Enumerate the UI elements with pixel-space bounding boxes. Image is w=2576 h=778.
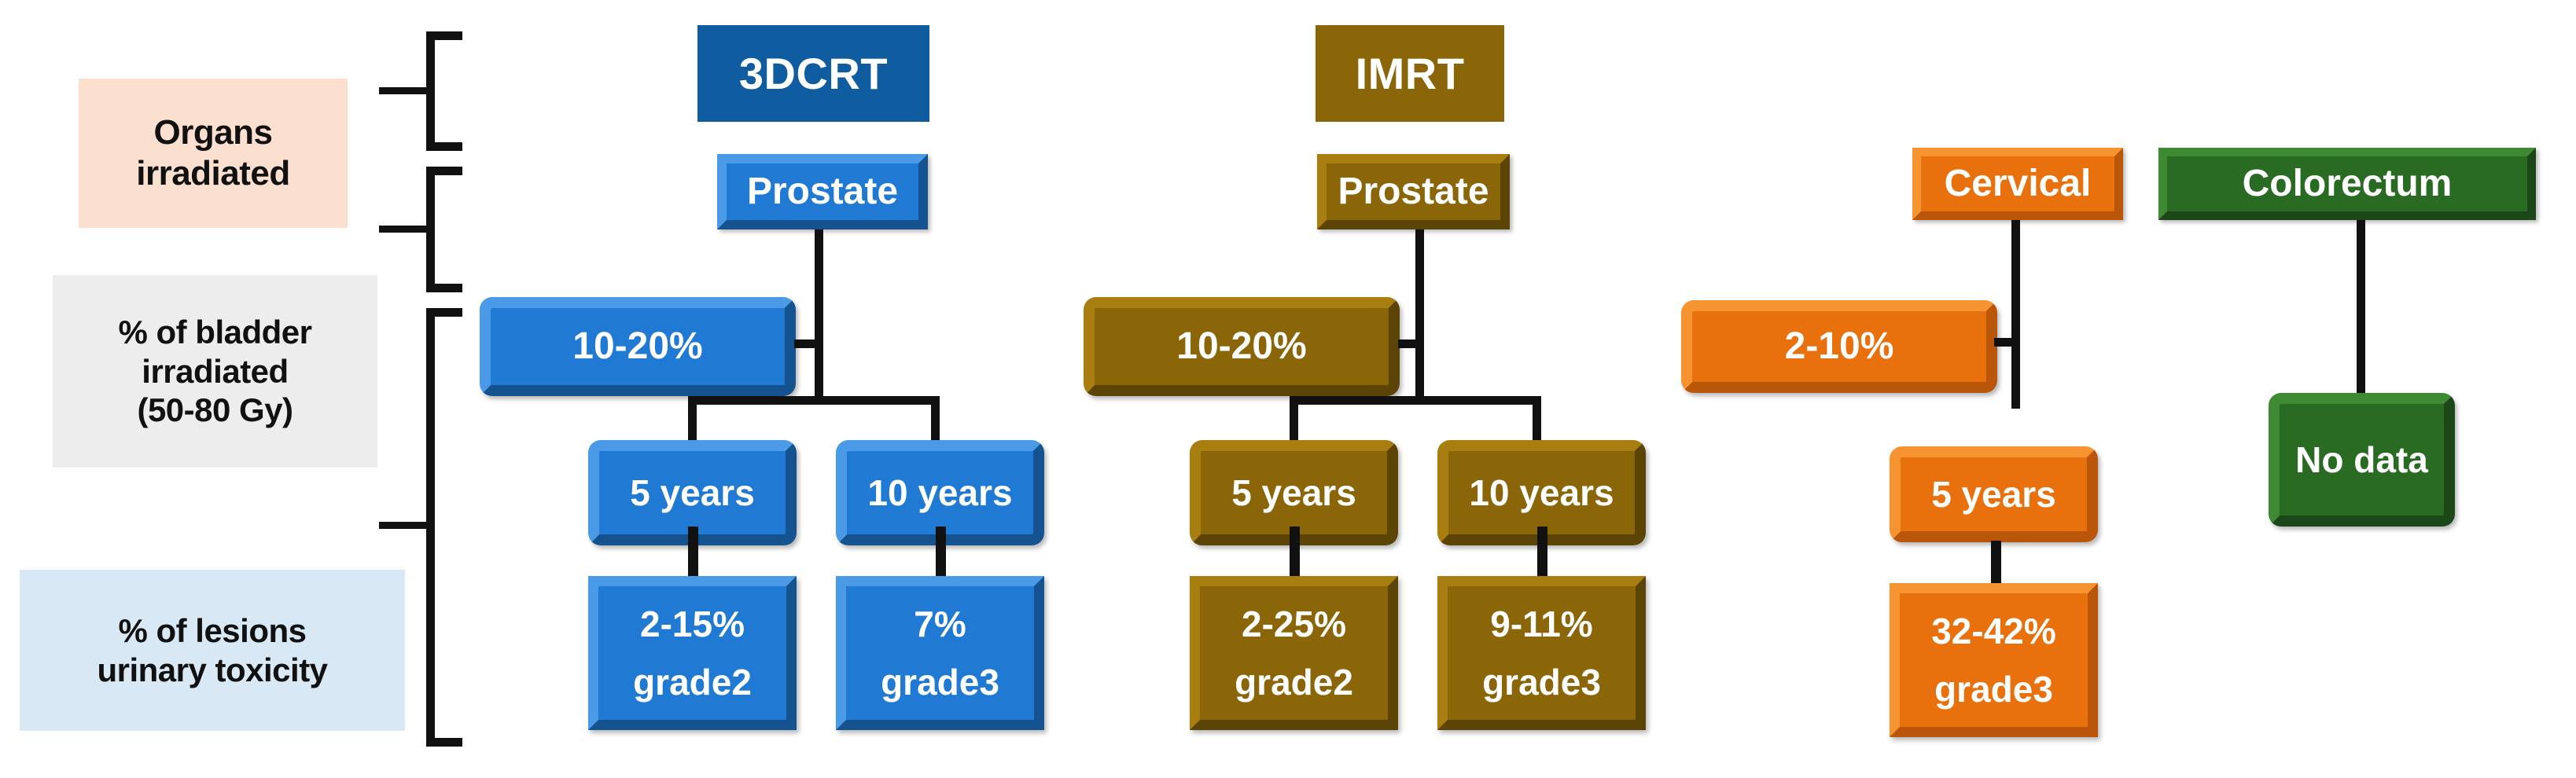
row-label-line: irradiated: [136, 154, 290, 193]
node-label: Prostate: [746, 170, 899, 212]
connector-bladder-tee-cervical: [1994, 338, 2018, 347]
brace-organs-irradiated: [379, 31, 464, 151]
node-outcome-grade2-imrt[interactable]: 2-25% grade2: [1190, 576, 1398, 730]
node-label: Cervical: [1944, 162, 2092, 204]
connector-10years-to-outcome-imrt: [1537, 527, 1547, 578]
node-label: 10-20%: [572, 325, 703, 367]
node-label: 10-20%: [1176, 325, 1307, 367]
node-outcome-pct: 9-11%: [1490, 603, 1593, 644]
brace-spine: [426, 167, 435, 292]
connector-split-bar-imrt: [1290, 396, 1541, 405]
brace-lesions-urinary-toxicity: [379, 308, 464, 747]
connector-10years-to-outcome-3dcrt: [936, 527, 946, 578]
node-bladder-pct-cervical[interactable]: 2-10%: [1681, 300, 1997, 393]
brace-bottom-arm: [426, 738, 462, 747]
connector-split-bar-3dcrt: [688, 396, 940, 405]
node-bladder-pct-imrt[interactable]: 10-20%: [1084, 297, 1400, 396]
brace-spine: [426, 31, 435, 151]
node-followup-5years-3dcrt[interactable]: 5 years: [588, 440, 797, 545]
row-label-line: % of lesions: [118, 611, 307, 649]
row-label-lesions-urinary-toxicity: % of lesions urinary toxicity: [20, 570, 405, 731]
node-no-data-colorectum[interactable]: No data: [2269, 393, 2455, 527]
node-outcome-grade3-imrt[interactable]: 9-11% grade3: [1437, 576, 1646, 730]
node-outcome-grade2-3dcrt[interactable]: 2-15% grade2: [588, 576, 797, 730]
connector-split-right-drop-imrt: [1533, 396, 1541, 443]
node-outcome-grade3-3dcrt[interactable]: 7% grade3: [836, 576, 1044, 730]
node-outcome-pct: 2-15%: [640, 603, 745, 644]
brace-spine: [426, 308, 435, 747]
node-outcome-grade: grade3: [1934, 669, 2053, 710]
brace-bladder-irradiated: [379, 167, 464, 292]
connector-5years-to-outcome-3dcrt: [688, 527, 698, 578]
node-label: 10 years: [1469, 472, 1614, 513]
node-outcome-pct: 7%: [914, 603, 966, 644]
node-organ-cervical[interactable]: Cervical: [1912, 148, 2123, 220]
node-label: No data: [2295, 439, 2428, 480]
row-label-line: irradiated: [142, 352, 289, 390]
node-label: 5 years: [1931, 473, 2056, 515]
brace-top-arm: [426, 31, 462, 40]
brace-top-arm: [426, 308, 462, 317]
row-label-line: (50-80 Gy): [137, 391, 293, 429]
connector-bladder-tee-imrt: [1398, 339, 1423, 348]
connector-organ-to-nodata-colorectum: [2357, 220, 2365, 401]
node-label: 5 years: [630, 472, 755, 513]
brace-bottom-arm: [426, 284, 462, 292]
node-label: 5 years: [1231, 472, 1356, 513]
connector-split-left-drop-imrt: [1290, 396, 1298, 443]
connector-5years-to-outcome-cervical: [1991, 541, 2001, 586]
header-imrt-label: IMRT: [1355, 49, 1465, 98]
connector-organ-to-bladder-cervical: [2011, 220, 2020, 409]
node-outcome-grade: grade3: [1482, 662, 1601, 703]
brace-tick: [379, 522, 426, 529]
node-label: 10 years: [867, 472, 1013, 513]
node-label: Prostate: [1338, 170, 1489, 212]
node-followup-5years-cervical[interactable]: 5 years: [1890, 446, 2098, 542]
node-followup-10years-imrt[interactable]: 10 years: [1437, 440, 1646, 545]
brace-top-arm: [426, 167, 462, 175]
connector-5years-to-outcome-imrt: [1290, 527, 1300, 578]
row-label-line: Organs: [153, 113, 273, 152]
brace-tick: [379, 226, 426, 233]
node-outcome-grade: grade2: [1235, 662, 1353, 703]
row-label-line: urinary toxicity: [97, 651, 328, 688]
node-organ-colorectum[interactable]: Colorectum: [2158, 148, 2536, 220]
connector-split-right-drop-3dcrt: [931, 396, 940, 443]
node-followup-10years-3dcrt[interactable]: 10 years: [836, 440, 1044, 545]
brace-tick: [379, 87, 426, 94]
header-3dcrt[interactable]: 3DCRT: [697, 25, 929, 122]
node-outcome-grade3-cervical[interactable]: 32-42% grade3: [1890, 583, 2098, 737]
row-label-line: % of bladder: [118, 314, 312, 351]
node-label: 2-10%: [1784, 325, 1894, 367]
connector-organ-to-bladder-imrt: [1415, 229, 1424, 396]
node-bladder-pct-3dcrt[interactable]: 10-20%: [480, 297, 796, 396]
connector-organ-to-bladder-3dcrt: [815, 229, 823, 396]
node-label: Colorectum: [2242, 162, 2453, 204]
brace-bottom-arm: [426, 142, 462, 151]
node-organ-3dcrt[interactable]: Prostate: [717, 154, 928, 229]
connector-bladder-tee-3dcrt: [794, 339, 819, 348]
connector-split-left-drop-3dcrt: [688, 396, 697, 443]
row-label-organs-irradiated: Organs irradiated: [79, 79, 348, 228]
node-outcome-grade: grade3: [881, 662, 999, 703]
row-label-bladder-irradiated: % of bladder irradiated (50-80 Gy): [53, 275, 377, 468]
node-organ-imrt[interactable]: Prostate: [1317, 154, 1510, 229]
header-imrt[interactable]: IMRT: [1316, 25, 1504, 122]
node-outcome-grade: grade2: [633, 662, 752, 703]
node-outcome-pct: 2-25%: [1242, 603, 1346, 644]
header-3dcrt-label: 3DCRT: [738, 49, 889, 98]
node-outcome-pct: 32-42%: [1931, 610, 2056, 651]
